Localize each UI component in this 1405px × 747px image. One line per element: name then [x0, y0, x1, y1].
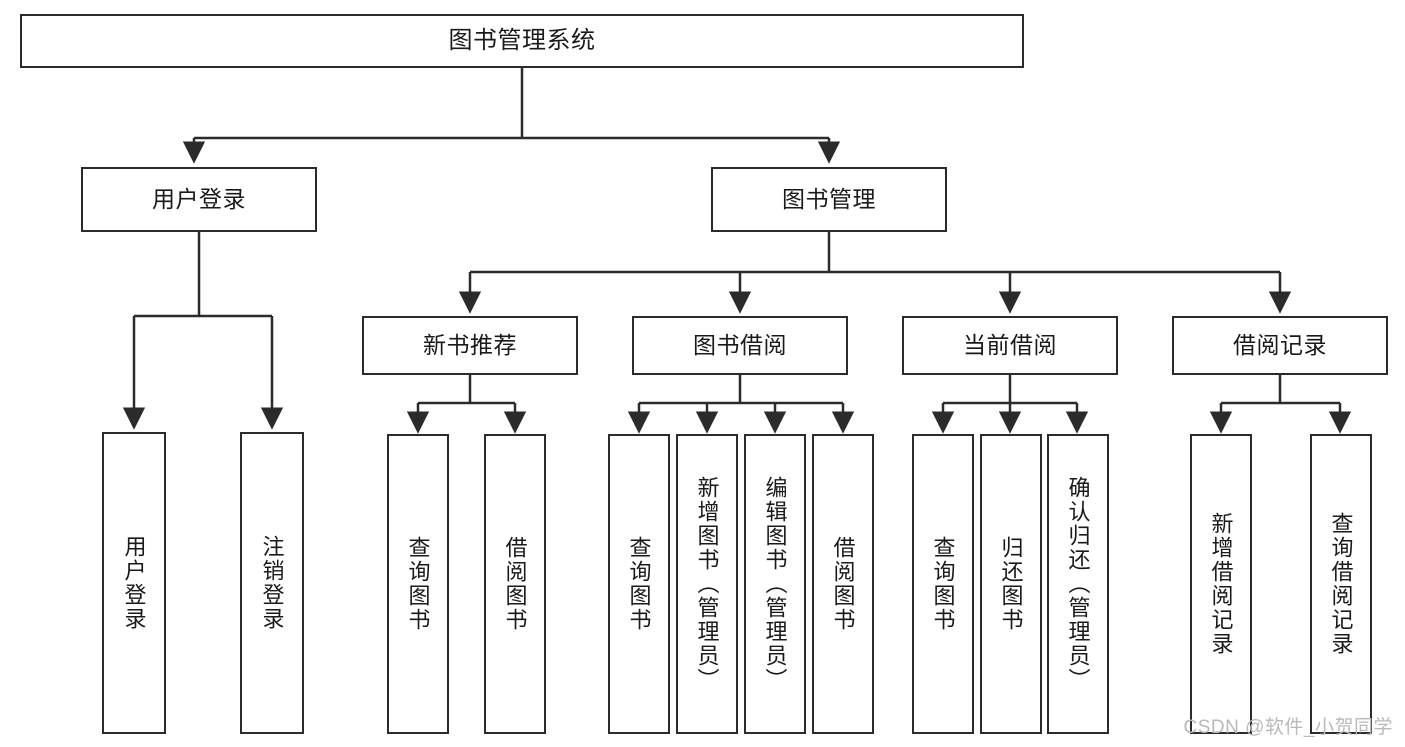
node-leaf-return-book[interactable]: 归还图书 [980, 434, 1042, 734]
node-label: 图书借阅 [693, 331, 787, 358]
node-current-borrow[interactable]: 当前借阅 [902, 316, 1118, 375]
node-leaf-query-record[interactable]: 查询借阅记录 [1310, 434, 1372, 734]
node-label: 图书管理 [782, 185, 876, 212]
node-label: 查询图书 [930, 536, 956, 632]
node-leaf-add-record[interactable]: 新增借阅记录 [1190, 434, 1252, 734]
node-leaf-user-login[interactable]: 用户登录 [102, 432, 166, 734]
node-leaf-confirm-return[interactable]: 确认归还（管理员） [1047, 434, 1109, 734]
node-label: 新书推荐 [423, 331, 517, 358]
node-leaf-borrow-book-2[interactable]: 借阅图书 [812, 434, 874, 734]
node-leaf-query-book-3[interactable]: 查询图书 [912, 434, 974, 734]
node-label: 当前借阅 [963, 331, 1057, 358]
node-leaf-add-book[interactable]: 新增图书（管理员） [676, 434, 738, 734]
node-leaf-query-book-1[interactable]: 查询图书 [387, 434, 449, 734]
node-label: 编辑图书（管理员） [762, 476, 788, 692]
node-label: 借阅记录 [1233, 331, 1327, 358]
node-new-book-recommend[interactable]: 新书推荐 [362, 316, 578, 375]
node-label: 用户登录 [152, 185, 246, 212]
node-label: 借阅图书 [830, 536, 856, 632]
node-leaf-logout-login[interactable]: 注销登录 [240, 432, 304, 734]
node-label: 归还图书 [998, 536, 1024, 632]
node-label: 新增借阅记录 [1208, 512, 1234, 656]
node-label: 图书管理系统 [448, 26, 596, 54]
csdn-watermark: CSDN @软件_小贺同学 [1183, 717, 1393, 738]
node-root-book-management-system[interactable]: 图书管理系统 [20, 14, 1024, 68]
node-label: 确认归还（管理员） [1065, 476, 1091, 692]
node-book-manage[interactable]: 图书管理 [711, 167, 947, 232]
node-book-borrow[interactable]: 图书借阅 [632, 316, 848, 375]
node-label: 注销登录 [259, 535, 285, 631]
node-leaf-edit-book[interactable]: 编辑图书（管理员） [744, 434, 806, 734]
node-label: 查询图书 [405, 536, 431, 632]
node-user-login[interactable]: 用户登录 [81, 167, 317, 232]
node-leaf-borrow-book-1[interactable]: 借阅图书 [484, 434, 546, 734]
node-leaf-query-book-2[interactable]: 查询图书 [608, 434, 670, 734]
node-label: 用户登录 [121, 535, 147, 631]
node-label: 查询借阅记录 [1328, 512, 1354, 656]
node-label: 新增图书（管理员） [694, 476, 720, 692]
node-label: 查询图书 [626, 536, 652, 632]
node-label: 借阅图书 [502, 536, 528, 632]
node-borrow-record[interactable]: 借阅记录 [1172, 316, 1388, 375]
